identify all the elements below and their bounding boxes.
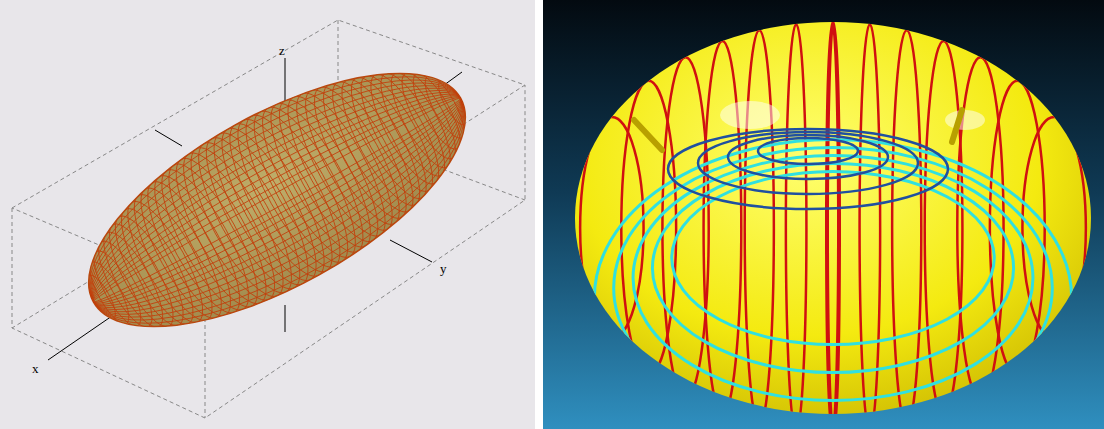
curvature-line (728, 135, 888, 179)
curvature-line (672, 171, 995, 344)
axis-label: z (279, 44, 285, 57)
mesh-line (64, 46, 489, 354)
curvature-lines (580, 22, 1086, 429)
curvature-line (827, 22, 839, 429)
mesh-line (230, 104, 357, 278)
mesh-line (90, 92, 464, 307)
highlight (720, 101, 780, 129)
panel-ground (543, 0, 1104, 429)
ellipsoid (52, 23, 503, 377)
highlight (945, 110, 985, 130)
panel-ground (0, 0, 535, 429)
mesh-line (71, 58, 483, 343)
mesh-line (61, 40, 492, 359)
mesh-lines (55, 29, 499, 371)
mesh-line (77, 69, 476, 330)
axis-label: x (32, 362, 39, 375)
mesh-line (198, 122, 325, 296)
curvature-line (698, 132, 918, 194)
mesh-line (74, 63, 480, 336)
curvature-line (704, 41, 742, 415)
curvature-line (668, 129, 948, 209)
ellipsoid (575, 22, 1091, 414)
mesh-line (55, 29, 499, 371)
curvature-line (652, 163, 1013, 372)
mesh-line (58, 35, 496, 366)
mesh-line (147, 159, 264, 320)
mesh-line (81, 75, 474, 325)
curvature-line (614, 148, 1053, 429)
curvature-line (594, 140, 1071, 429)
mesh-line (290, 80, 407, 241)
curvature-line (758, 138, 858, 164)
mesh-line (87, 87, 467, 314)
mesh-line (68, 52, 487, 348)
axis-label: y (440, 262, 447, 275)
umbilic-pins (634, 110, 962, 150)
bounding-box (12, 20, 525, 418)
